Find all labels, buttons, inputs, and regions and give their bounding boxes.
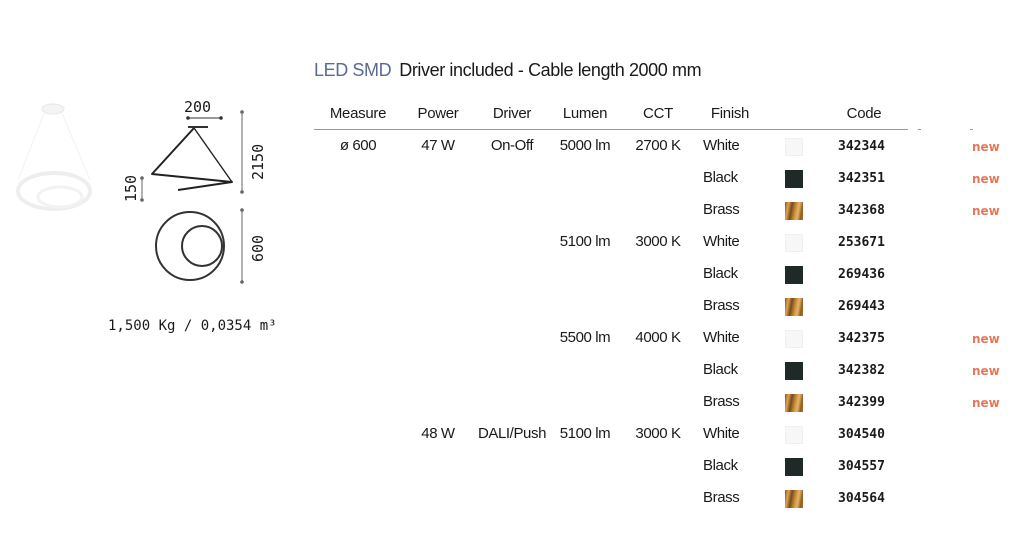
finish-swatch-brass	[785, 490, 803, 508]
dim-width-end-right	[219, 116, 223, 120]
cell-lumen: 5500 lm	[559, 329, 611, 346]
new-badge: new	[972, 332, 1000, 346]
cell-finish: Brass	[703, 393, 740, 410]
new-badge: new	[972, 140, 1000, 154]
col-code: Code	[846, 105, 882, 122]
dim-height-label: 2150	[249, 144, 267, 180]
header-rule-dot	[918, 129, 921, 130]
header-rule	[314, 129, 908, 130]
col-finish: Finish	[710, 105, 750, 122]
col-cct: CCT	[643, 105, 673, 122]
col-power: Power	[417, 105, 459, 122]
cell-code: 342368	[838, 203, 885, 218]
cell-power: 47 W	[421, 137, 455, 154]
cell-code: 342351	[838, 171, 885, 186]
ring-inner	[181, 225, 223, 267]
dim-diameter-label: 600	[249, 235, 267, 262]
header-rule-dot	[970, 129, 973, 130]
cell-driver: DALI/Push	[477, 425, 547, 442]
cell-finish: White	[703, 137, 740, 154]
technical-drawing: 200 2150 150 600	[122, 98, 267, 284]
cell-code: 304557	[838, 459, 885, 474]
finish-swatch-black	[785, 458, 803, 476]
dim-offset-label: 150	[122, 175, 140, 202]
cell-finish: White	[703, 329, 740, 346]
cell-measure: ø 600	[339, 137, 377, 154]
pendant-side-view	[151, 127, 233, 191]
cell-driver: On-Off	[490, 137, 534, 154]
cell-lumen: 5000 lm	[559, 137, 611, 154]
finish-swatch-brass	[785, 394, 803, 412]
finish-swatch-black	[785, 170, 803, 188]
cell-code: 304564	[838, 491, 885, 506]
cell-cct: 3000 K	[635, 425, 681, 442]
weight-volume: 1,500 Kg / 0,0354 m³	[108, 318, 277, 334]
cell-code: 304540	[838, 427, 885, 442]
cell-cct: 4000 K	[635, 329, 681, 346]
col-driver: Driver	[492, 105, 532, 122]
light-source-type: LED SMD	[314, 60, 392, 80]
cell-lumen: 5100 lm	[559, 425, 611, 442]
finish-swatch-white	[785, 426, 803, 444]
finish-swatch-white	[785, 138, 803, 156]
heading-text: Driver included - Cable length 2000 mm	[399, 60, 702, 80]
cell-finish: Black	[703, 457, 738, 474]
product-photo	[16, 103, 92, 211]
cell-finish: Black	[703, 265, 738, 282]
cell-finish: White	[703, 233, 740, 250]
cell-finish: Black	[703, 361, 738, 378]
col-measure: Measure	[329, 105, 387, 122]
suspension-cable	[193, 127, 233, 183]
finish-swatch-brass	[785, 202, 803, 220]
ring-outer	[155, 211, 225, 281]
new-badge: new	[972, 364, 1000, 378]
cell-code: 342399	[838, 395, 885, 410]
cell-cct: 3000 K	[635, 233, 681, 250]
cell-lumen: 5100 lm	[559, 233, 611, 250]
cell-code: 253671	[838, 235, 885, 250]
cell-power: 48 W	[421, 425, 455, 442]
cell-code: 269443	[838, 299, 885, 314]
cell-finish: White	[703, 425, 740, 442]
finish-swatch-black	[785, 362, 803, 380]
cell-finish: Brass	[703, 489, 740, 506]
product-heading: LED SMD Driver included - Cable length 20…	[314, 60, 702, 81]
new-badge: new	[972, 172, 1000, 186]
cell-code: 342344	[838, 139, 885, 154]
cell-finish: Brass	[703, 201, 740, 218]
col-lumen: Lumen	[562, 105, 608, 122]
dim-width-label: 200	[184, 98, 211, 116]
cell-code: 342375	[838, 331, 885, 346]
cell-finish: Brass	[703, 297, 740, 314]
new-badge: new	[972, 396, 1000, 410]
cell-finish: Black	[703, 169, 738, 186]
new-badge: new	[972, 204, 1000, 218]
finish-swatch-black	[785, 266, 803, 284]
cell-cct: 2700 K	[635, 137, 681, 154]
finish-swatch-white	[785, 234, 803, 252]
dim-width-end-left	[186, 116, 190, 120]
cell-code: 342382	[838, 363, 885, 378]
finish-swatch-white	[785, 330, 803, 348]
cell-code: 269436	[838, 267, 885, 282]
finish-swatch-brass	[785, 298, 803, 316]
